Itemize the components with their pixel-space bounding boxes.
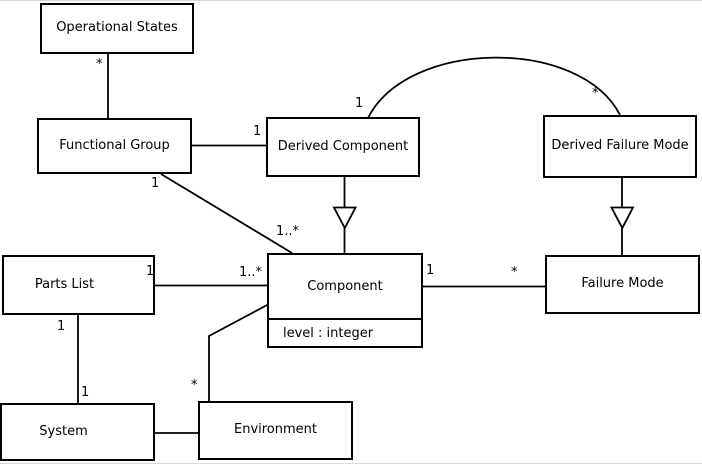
class-derived-component: Derived Component [266, 117, 420, 177]
generalization-triangle-component-icon [332, 206, 357, 230]
class-failure-mode: Failure Mode [545, 255, 700, 314]
multiplicity-component-one-many-left: 1..* [239, 265, 263, 280]
multiplicity-arc-star: * [592, 86, 599, 101]
multiplicity-failure-mode-star: * [511, 265, 518, 280]
class-operational-states: Operational States [40, 3, 194, 54]
multiplicity-environment-star: * [191, 378, 198, 393]
class-name-functional-group: Functional Group [59, 137, 170, 153]
multiplicity-component-one-right: 1 [426, 263, 435, 278]
class-derived-failure-mode: Derived Failure Mode [543, 115, 697, 178]
class-component-attribute: level : integer [283, 325, 374, 341]
generalization-triangle-failure-mode-icon [610, 206, 635, 230]
multiplicity-system-one: 1 [81, 385, 90, 400]
class-name-derived-component: Derived Component [277, 138, 409, 154]
class-name-environment: Environment [233, 422, 317, 438]
multiplicity-parts-list-one: 1 [146, 264, 155, 279]
class-name-parts-list: Parts List [34, 276, 95, 292]
class-component: Component level : integer [267, 253, 423, 348]
class-system: System [0, 403, 155, 461]
class-component-attribute-compartment: level : integer [269, 320, 421, 346]
class-functional-group: Functional Group [37, 118, 192, 174]
class-name-derived-failure-mode: Derived Failure Mode [551, 138, 689, 154]
class-parts-list: Parts List [2, 255, 155, 315]
edge-functional-group-component [160, 173, 293, 254]
multiplicity-component-one-many-diag: 1..* [276, 224, 300, 239]
multiplicity-derived-component-one: 1 [253, 124, 262, 139]
edge-component-environment [208, 303, 270, 401]
edge-derived-component-derived-failure-mode-arc [367, 56, 621, 119]
multiplicity-operational-states-star: * [96, 57, 103, 72]
class-name-operational-states: Operational States [56, 20, 178, 36]
class-component-name-compartment: Component [269, 255, 421, 320]
class-name-system: System [39, 423, 88, 439]
class-name-failure-mode: Failure Mode [581, 276, 664, 292]
multiplicity-arc-one: 1 [355, 96, 364, 111]
multiplicity-parts-list-bottom-one: 1 [57, 319, 66, 334]
class-name-component: Component [307, 279, 383, 294]
class-environment: Environment [198, 401, 353, 460]
multiplicity-functional-group-one: 1 [151, 176, 160, 191]
